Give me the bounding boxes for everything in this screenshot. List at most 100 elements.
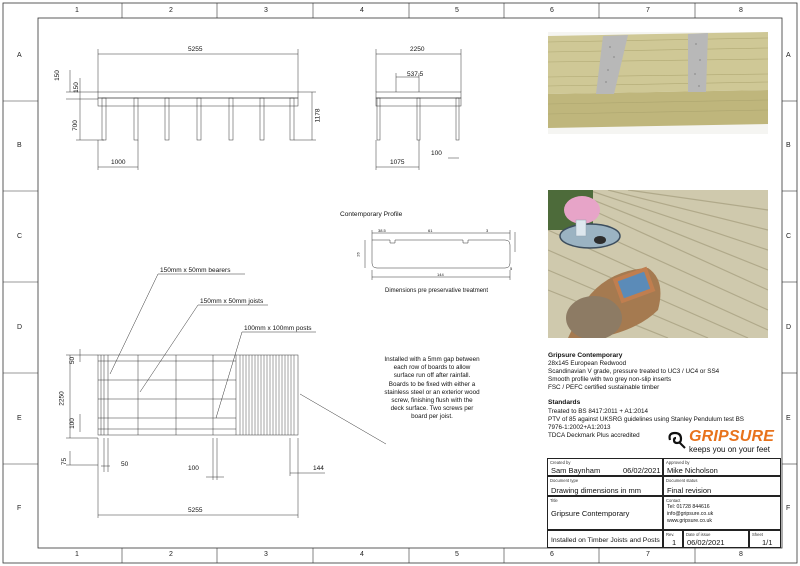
sheet-cell: Sheet 1/1 xyxy=(749,530,781,548)
contact-tel: Tel: 01728 844616 xyxy=(667,504,710,510)
standards-line: TDCA Deckmark Plus accredited xyxy=(548,431,640,439)
standards-line: 7976-1:2002+A1:2013 xyxy=(548,423,611,431)
grid-row-label: C xyxy=(786,233,792,240)
dim-label: 50 xyxy=(121,461,129,468)
grid-row-label: A xyxy=(786,52,791,59)
dim-label: 100 xyxy=(431,150,442,157)
grid-col-label: 4 xyxy=(360,7,364,14)
logo-tagline: keeps you on your feet xyxy=(689,445,770,454)
grid-col-label: 6 xyxy=(550,7,554,14)
dim-label: 144 xyxy=(313,465,324,472)
dim-label: 5255 xyxy=(188,46,203,53)
grid-col-label: 7 xyxy=(646,7,650,14)
dim-label: 1000 xyxy=(111,159,126,166)
subtitle-value: Installed on Timber Joists and Posts xyxy=(551,537,660,544)
contact-web: www.gripsure.co.uk xyxy=(667,518,712,524)
grid-col-label: 1 xyxy=(75,551,79,558)
subtitle-cell: Installed on Timber Joists and Posts xyxy=(547,530,663,548)
spec-line: 28x145 European Redwood xyxy=(548,360,627,368)
dim-label: 50 xyxy=(69,356,77,365)
ram-icon xyxy=(668,431,686,449)
dim-label: 26 xyxy=(355,252,361,257)
date-caption: Date of issue xyxy=(686,532,711,537)
approved-by-cell: Approved by Mike Nicholson xyxy=(663,458,781,476)
grid-row-label: B xyxy=(786,142,791,149)
dim-label: 100 xyxy=(68,418,76,429)
contact-email: info@gripsure.co.uk xyxy=(667,511,714,517)
dim-label: 700 xyxy=(71,120,79,131)
standards-heading: Standards xyxy=(548,399,581,407)
grid-row-label: E xyxy=(786,415,791,422)
rev-value: 1 xyxy=(672,538,677,547)
deck-lifestyle-photo xyxy=(548,190,768,338)
grid-row-label: E xyxy=(17,415,22,422)
profile-caption: Dimensions pre preservative treatment xyxy=(385,288,489,294)
created-by-value: Sam Baynham xyxy=(551,466,601,475)
joists-label: 150mm x 50mm joists xyxy=(200,298,264,305)
gripsure-logo: GRIPSURE keeps you on your feet xyxy=(667,428,777,458)
dim-label: 61 xyxy=(428,228,433,233)
doc-type-cell: Document type Drawing dimensions in mm xyxy=(547,476,663,496)
dim-label: 150 xyxy=(72,82,80,93)
title-value: Gripsure Contemporary xyxy=(551,509,630,518)
created-by-caption: Created by xyxy=(550,460,571,465)
dim-label: 100 xyxy=(188,465,199,472)
grid-col-label: 5 xyxy=(455,7,459,14)
dim-label: 2250 xyxy=(410,46,425,53)
grid-col-label: 1 xyxy=(75,7,79,14)
date-value: 06/02/2021 xyxy=(687,538,725,547)
dim-label: 75 xyxy=(61,457,69,466)
grid-row-label: F xyxy=(17,505,22,512)
sheet-value: 1/1 xyxy=(762,538,773,547)
approved-by-caption: Approved by xyxy=(666,460,690,465)
installation-note: Installed with a 5mm gap between each ro… xyxy=(384,356,480,421)
product-spec: Gripsure Contemporary 28x145 European Re… xyxy=(548,352,768,440)
dim-label: 3 xyxy=(486,228,489,233)
grid-row-label: D xyxy=(786,324,792,331)
grid-row-label: B xyxy=(17,142,22,149)
doc-status-caption: Document status xyxy=(666,478,698,483)
product-name: Gripsure Contemporary xyxy=(548,352,623,359)
grid-col-label: 2 xyxy=(169,551,173,558)
board-illustration xyxy=(548,32,768,134)
grid-row-label: A xyxy=(17,52,22,59)
dim-label: 144 xyxy=(437,272,444,277)
dim-label: 5255 xyxy=(188,507,203,514)
created-by-cell: Created by Sam Baynham 06/02/2021 xyxy=(547,458,663,476)
dim-label: 1075 xyxy=(390,159,405,166)
grid-col-label: 5 xyxy=(455,551,459,558)
approved-by-value: Mike Nicholson xyxy=(667,466,718,475)
board-product-photo xyxy=(548,32,768,134)
grid-col-label: 3 xyxy=(264,551,268,558)
standards-line: Treated to BS 8417:2011 + A1:2014 xyxy=(548,407,648,415)
grid-row-label: F xyxy=(786,505,791,512)
deck-scene-illustration xyxy=(548,190,768,338)
sheet-caption: Sheet xyxy=(752,532,763,537)
grid-col-label: 6 xyxy=(550,551,554,558)
title-cell: Title Gripsure Contemporary xyxy=(547,496,663,530)
grid-col-label: 8 xyxy=(739,551,743,558)
grid-col-label: 2 xyxy=(169,7,173,14)
doc-type-caption: Document type xyxy=(550,478,579,483)
profile-title: Contemporary Profile xyxy=(340,211,403,218)
spec-line: Scandinavian V grade, pressure treated t… xyxy=(548,368,720,376)
rev-cell: Rev. 1 xyxy=(663,530,683,548)
grid-col-label: 4 xyxy=(360,551,364,558)
title-caption: Title xyxy=(550,498,558,503)
bearers-label: 150mm x 50mm bearers xyxy=(160,267,231,274)
doc-status-value: Final revision xyxy=(667,486,712,495)
grid-row-label: C xyxy=(17,233,23,240)
doc-type-value: Drawing dimensions in mm xyxy=(551,486,642,495)
created-date-value: 06/02/2021 xyxy=(623,466,661,475)
spec-line: Smooth profile with two grey non-slip in… xyxy=(548,376,672,384)
date-cell: Date of issue 06/02/2021 xyxy=(683,530,749,548)
contact-cell: Contact Tel: 01728 844616 info@gripsure.… xyxy=(663,496,781,530)
grid-row-label: D xyxy=(17,324,23,331)
spec-line: FSC / PEFC certified sustainable timber xyxy=(548,384,660,392)
logo-wordmark: GRIPSURE xyxy=(689,428,775,445)
dim-label: 38.5 xyxy=(378,228,386,233)
grid-col-label: 8 xyxy=(739,7,743,14)
dim-label: 1178 xyxy=(314,108,322,123)
rev-caption: Rev. xyxy=(666,532,675,537)
